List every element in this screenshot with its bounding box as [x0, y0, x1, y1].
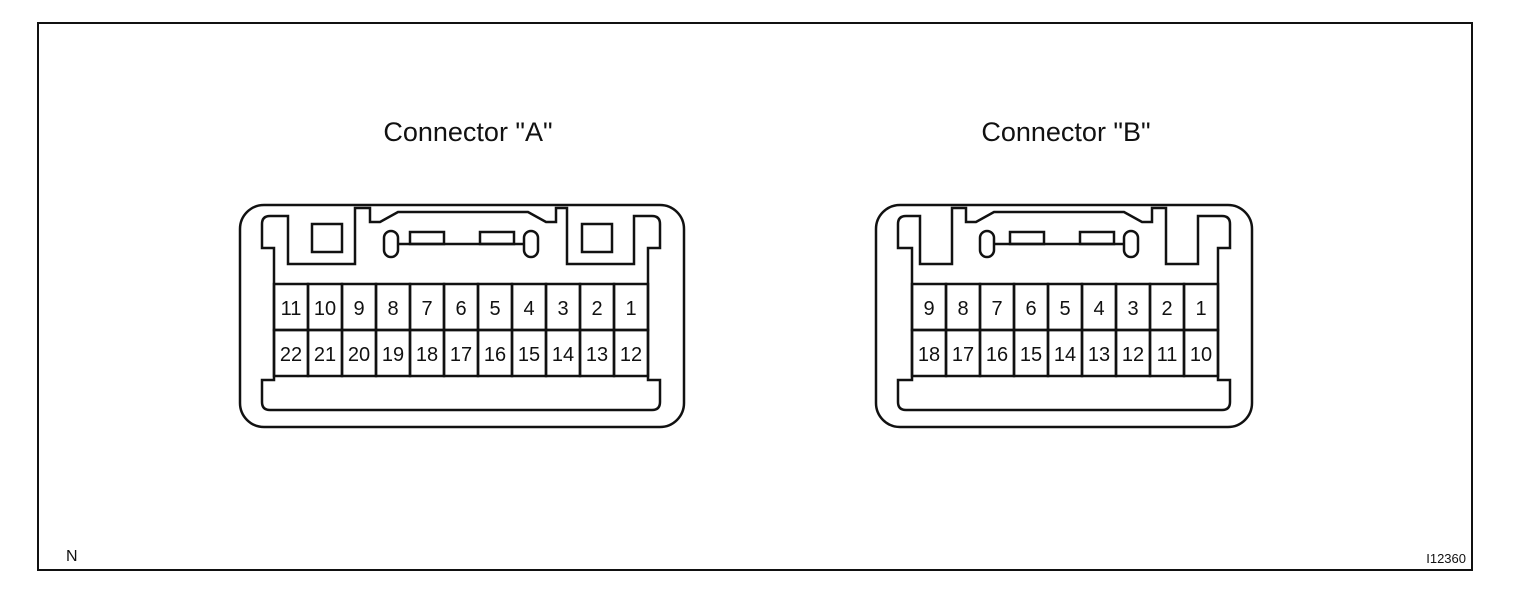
connector-a-row-1: 11 10 9 8 7 6 5 4 3 2 1	[272, 282, 650, 332]
pin-label: 16	[484, 344, 506, 366]
connector-b: Connector "B" 9 8 7 6 5 4	[874, 117, 1254, 429]
figure-id: I12360	[1426, 551, 1466, 566]
connector-b-housing	[874, 203, 1254, 429]
connector-b-row-2: 18 17 16 15 14 13 12 11 10	[910, 328, 1220, 378]
connector-a-row-2: 22 21 20 19 18 17 16 15 14 13	[272, 328, 650, 378]
pin-cell	[612, 328, 650, 378]
pin-label: 3	[557, 298, 568, 320]
pin-label: 11	[1157, 344, 1178, 366]
pin-label: 2	[1161, 298, 1172, 320]
pin-label: 16	[986, 344, 1008, 366]
connector-b-pin-grid: 9 8 7 6 5 4 3 2 1 18	[910, 282, 1220, 378]
pin-label: 3	[1127, 298, 1138, 320]
pin-label: 8	[387, 298, 398, 320]
pin-label: 2	[591, 298, 602, 320]
pin-label: 18	[416, 344, 438, 366]
pin-label: 15	[1020, 344, 1042, 366]
connector-a-housing	[238, 203, 686, 429]
pin-label: 5	[1059, 298, 1070, 320]
pin-label: 18	[918, 344, 940, 366]
pin-label: 14	[552, 344, 574, 366]
pin-label: 20	[348, 344, 370, 366]
pin-label: 13	[1088, 344, 1110, 366]
pin-label: 9	[923, 298, 934, 320]
pin-label: 1	[625, 298, 636, 320]
pin-label: 9	[353, 298, 364, 320]
connector-b-row-1: 9 8 7 6 5 4 3 2 1	[910, 282, 1220, 332]
pin-label: 4	[1093, 298, 1104, 320]
pin-label: 19	[382, 344, 404, 366]
connector-a-title: Connector "A"	[383, 117, 552, 147]
pin-label: 1	[1195, 298, 1206, 320]
pin-label: 6	[1025, 298, 1036, 320]
pin-label: 11	[281, 298, 302, 320]
pin-label: 17	[952, 344, 974, 366]
pin-label: 7	[991, 298, 1002, 320]
pin-label: 10	[1190, 344, 1212, 366]
connector-b-title: Connector "B"	[981, 117, 1150, 147]
pin-label: 17	[450, 344, 472, 366]
pin-label: 8	[957, 298, 968, 320]
corner-label: N	[66, 548, 78, 565]
pin-label: 14	[1054, 344, 1076, 366]
connector-a: Connector "A" 11 10 9 8 7	[238, 117, 686, 429]
pin-label: 6	[455, 298, 466, 320]
pin-label: 12	[1122, 344, 1144, 366]
pin-label: 21	[314, 344, 336, 366]
pin-label: 5	[489, 298, 500, 320]
connector-a-pin-grid: 11 10 9 8 7 6 5 4 3 2 1	[272, 282, 650, 378]
pin-label: 10	[314, 298, 336, 320]
pin-label: 4	[523, 298, 534, 320]
pin-label: 15	[518, 344, 540, 366]
pin-label: 13	[586, 344, 608, 366]
pin-cell	[1182, 328, 1220, 378]
diagram-frame	[37, 22, 1473, 571]
pin-label: 7	[421, 298, 432, 320]
pin-label: 12	[620, 344, 642, 366]
pin-label: 22	[280, 344, 302, 366]
